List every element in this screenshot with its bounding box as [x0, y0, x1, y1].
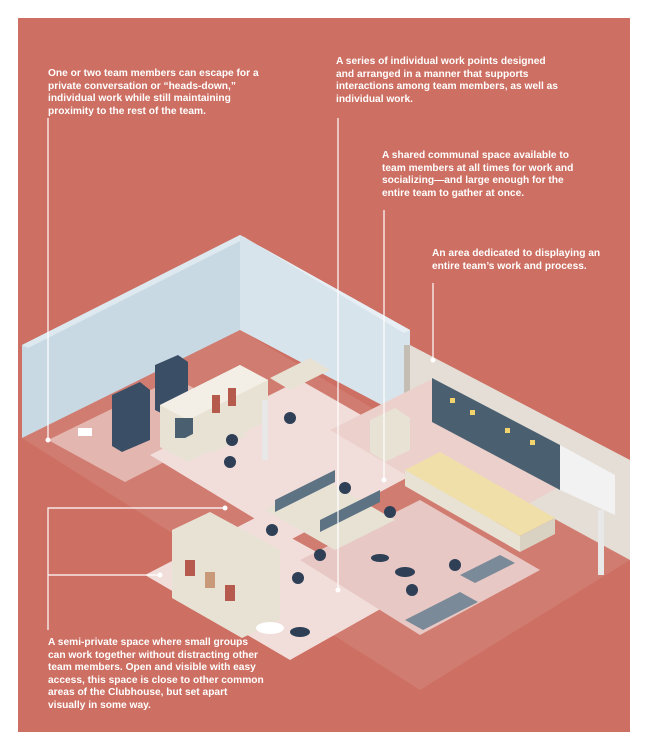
chair	[266, 524, 278, 536]
chair	[292, 572, 304, 584]
chair	[314, 549, 326, 561]
shelf-books	[225, 585, 235, 601]
shelving-top	[160, 365, 268, 420]
leader-line	[47, 507, 225, 630]
callout-display-area: An area dedicated to displaying an entir…	[432, 248, 601, 272]
leader-dot	[157, 572, 163, 578]
desk-screen	[320, 490, 380, 532]
leader-dot	[381, 477, 387, 483]
left-wall-top	[22, 235, 246, 348]
shelf-books	[212, 395, 220, 413]
kiosk	[370, 408, 410, 462]
callout-communal-space: A shared communal space available to tea…	[382, 150, 574, 199]
communal-table-side	[405, 470, 520, 552]
work-desk	[265, 480, 360, 530]
desk	[270, 358, 330, 390]
chair	[449, 559, 461, 571]
shelf-books	[175, 418, 193, 438]
sofa	[460, 555, 515, 583]
communal-table-front	[520, 518, 555, 552]
display-board	[432, 378, 560, 490]
booth	[112, 382, 150, 452]
mobile-whiteboard	[262, 400, 268, 460]
right-wall-top	[240, 235, 410, 333]
chair	[406, 584, 418, 596]
leader-dot	[222, 505, 228, 511]
left-wall	[22, 235, 240, 438]
chair	[284, 412, 296, 424]
desk	[185, 420, 248, 453]
desk-screen	[275, 470, 335, 512]
round-table	[256, 622, 284, 634]
sticky-note	[450, 398, 455, 403]
leader-dot	[45, 437, 51, 443]
sticky-note	[470, 410, 475, 415]
shelf-books	[185, 560, 195, 576]
right-wall	[240, 235, 410, 420]
chair	[226, 434, 238, 446]
floor-mat	[290, 627, 310, 637]
chair	[339, 482, 351, 494]
leader-dot	[430, 357, 436, 363]
floor-mat	[371, 554, 389, 562]
sofa	[405, 592, 478, 630]
shelf-books	[205, 572, 215, 588]
chair	[384, 506, 396, 518]
chair	[224, 456, 236, 468]
mobile-whiteboard	[598, 510, 604, 575]
shelf-books	[228, 388, 236, 406]
semi-private-shelving	[172, 512, 280, 638]
sticky-note	[530, 440, 535, 445]
callout-work-points: A series of individual work points desig…	[336, 56, 558, 105]
floor-mat	[395, 567, 415, 577]
leader-dot	[335, 587, 341, 593]
work-desk	[300, 500, 395, 550]
callout-semi-private: A semi-private space where small groups …	[48, 637, 264, 711]
side-table	[78, 428, 92, 436]
communal-table	[405, 452, 555, 536]
callout-private-escape: One or two team members can escape for a…	[48, 68, 259, 117]
sticky-note	[505, 428, 510, 433]
whiteboard	[560, 445, 615, 515]
